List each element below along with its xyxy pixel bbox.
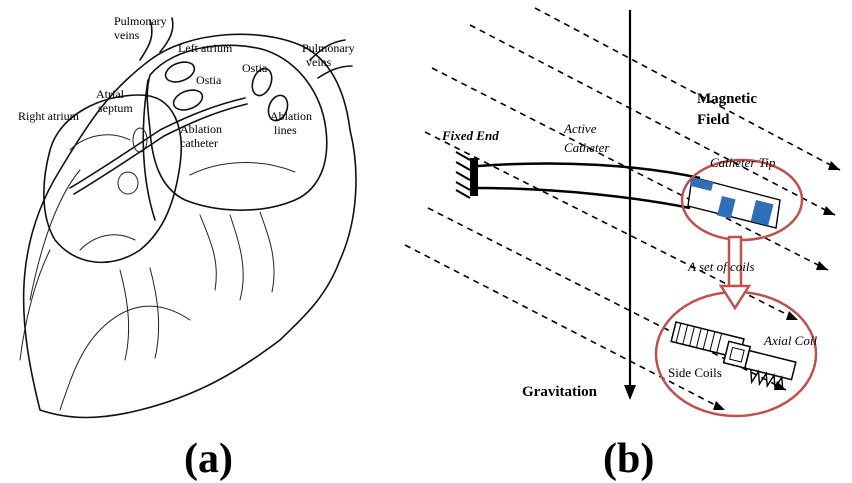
valve-detail: [229, 214, 244, 301]
label-ablation-lines: Ablation lines: [270, 109, 315, 137]
chamber-detail: [79, 234, 136, 251]
fixed-end-mount: [455, 151, 478, 199]
heart-contour-line: [19, 249, 51, 361]
atrial-septum-wall: [142, 79, 156, 221]
label-active-catheter: Active Catheter: [563, 121, 610, 155]
label-pulmonary-veins-left: Pulmonary veins: [114, 14, 170, 42]
pulmonary-vein: [159, 17, 174, 53]
heart-illustration: [19, 17, 357, 419]
label-left-atrium: Left atrium: [178, 41, 233, 55]
active-catheter: [477, 162, 701, 210]
valve-detail: [199, 214, 217, 291]
heart-outline: [22, 33, 357, 419]
label-atrial-septum: Atrial septum: [96, 87, 133, 115]
label-ostia-left: Ostia: [196, 73, 222, 87]
gravitation-arrow: [624, 10, 636, 400]
right-atrium-chamber: [43, 94, 182, 264]
coil-segment: [717, 196, 736, 219]
label-magnetic-field: Magnetic Field: [697, 91, 761, 128]
ostium-oval: [164, 61, 196, 83]
panel-b-label: (b): [603, 436, 654, 482]
label-catheter-tip: Catheter Tip: [710, 155, 776, 170]
ostium-oval: [267, 94, 289, 122]
catheter-tip: [687, 176, 781, 229]
pulmonary-vein: [317, 65, 353, 79]
valve-detail: [259, 211, 275, 293]
valve-detail: [149, 267, 160, 359]
label-side-coils: Side Coils: [668, 365, 722, 380]
ostium-oval: [172, 89, 204, 111]
label-fixed-end: Fixed End: [441, 128, 499, 143]
coil-segment: [750, 200, 774, 226]
coil-set-detail: [670, 321, 797, 391]
ablation-catheter-line: [73, 103, 248, 195]
chamber-detail: [69, 134, 131, 151]
left-atrium-chamber: [146, 44, 328, 211]
heart-contour-line: [59, 305, 191, 411]
chamber-detail: [189, 162, 296, 176]
septal-oval: [117, 171, 139, 195]
label-pulmonary-veins-right: Pulmonary veins: [302, 41, 358, 69]
label-set-of-coils: A set of coils: [687, 259, 755, 274]
ostium-oval: [251, 67, 273, 97]
pulmonary-vein: [139, 19, 153, 61]
label-gravitation: Gravitation: [522, 384, 598, 400]
label-axial-coil: Axial Coil: [763, 333, 817, 348]
label-right-atrium: Right atrium: [18, 109, 80, 123]
zoom-arrow: [718, 235, 752, 311]
label-ablation-catheter: Ablation catheter: [180, 122, 225, 150]
pulmonary-vein: [309, 39, 346, 61]
label-ostia-right: Ostia: [242, 61, 268, 75]
coil-segment: [689, 177, 714, 192]
panel-a-label: (a): [184, 436, 233, 482]
valve-detail: [119, 269, 130, 361]
ablation-catheter-line: [69, 97, 246, 189]
